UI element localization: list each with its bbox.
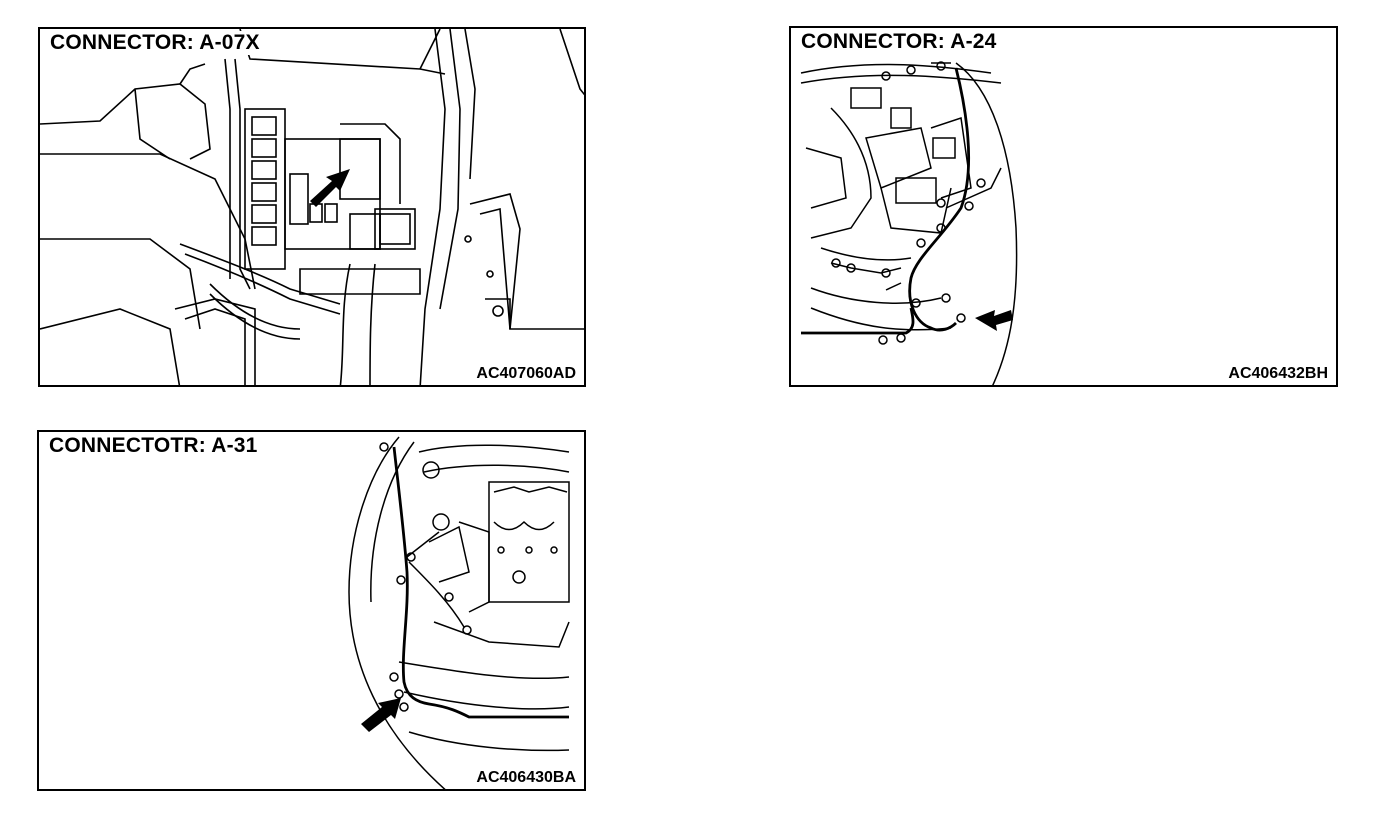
engine-bay-left-illustration bbox=[800, 61, 1018, 385]
engine-bay-right-illustration bbox=[348, 436, 570, 789]
connector-panel-a24: CONNECTOR: A-24 AC406432BH bbox=[789, 26, 1338, 387]
figure-code: AC407060AD bbox=[474, 365, 578, 383]
connector-title: CONNECTOTR: A-31 bbox=[47, 434, 260, 458]
figure-code: AC406430BA bbox=[474, 769, 578, 787]
connector-panel-a31: CONNECTOTR: A-31 AC406430BA bbox=[37, 430, 586, 791]
connector-panel-a07x: CONNECTOR: A-07X AC407060AD bbox=[38, 27, 586, 387]
relay-box-illustration bbox=[40, 29, 584, 385]
connector-title: CONNECTOR: A-07X bbox=[48, 31, 262, 55]
connector-title: CONNECTOR: A-24 bbox=[799, 30, 999, 54]
figure-code: AC406432BH bbox=[1226, 365, 1330, 383]
